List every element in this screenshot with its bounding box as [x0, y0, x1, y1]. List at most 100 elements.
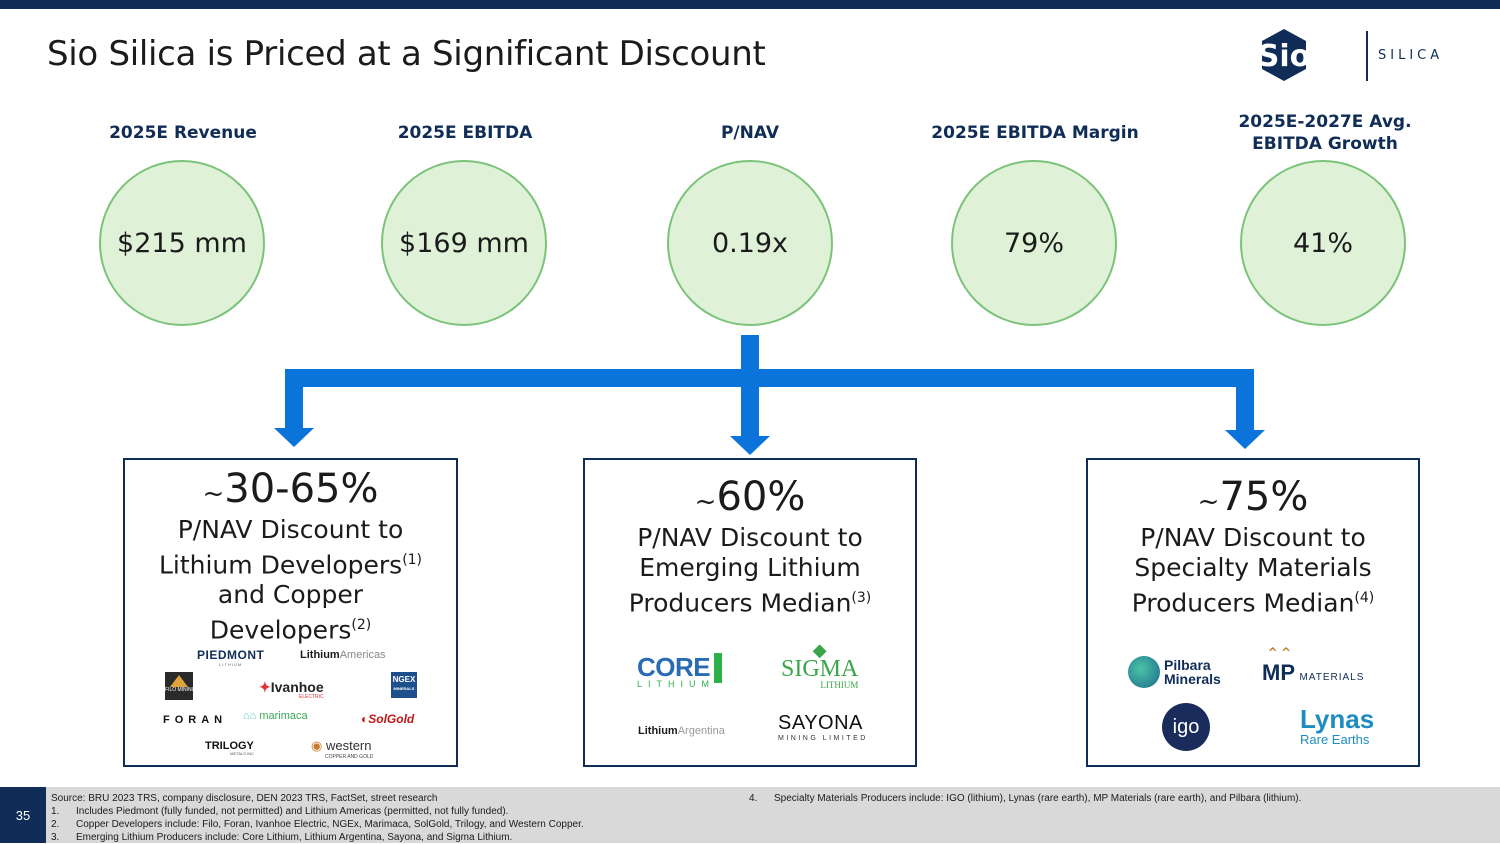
metric-circle-ebitda-growth: 41% — [1240, 160, 1406, 326]
page-number: 35 — [0, 787, 46, 843]
logo-text-bold: Lithium — [300, 649, 340, 661]
footnote-4: 4. Specialty Materials Producers include:… — [749, 792, 1301, 805]
arrow-left-head — [274, 428, 314, 447]
desc-line: Lithium Developers(1) — [125, 545, 456, 580]
logo-text: NGEX — [392, 675, 416, 684]
logo-igo: igo — [1162, 703, 1210, 751]
logo-subtext: LITHIUM — [820, 680, 859, 690]
logo-subtext: LITHIUM — [219, 662, 243, 667]
logo-text: SIGMA — [781, 656, 859, 682]
footnote-number: 4. — [749, 793, 758, 804]
metric-label-ebitda-growth-line1: 2025E-2027E Avg. — [1238, 112, 1412, 132]
logo-subtext: MINERALS — [393, 686, 415, 691]
logo-foran: FORAN — [163, 714, 228, 726]
top-accent-bar — [0, 0, 1500, 9]
desc-line: and Copper — [217, 580, 364, 610]
sio-silica-logo: Sio SILICA — [1262, 28, 1462, 84]
footnote-2: 2. Copper Developers include: Filo, Foran… — [51, 818, 584, 831]
logo-text: SAYONA — [778, 712, 863, 734]
logo-divider — [1366, 31, 1368, 81]
footnote-text: Copper Developers include: Filo, Foran, … — [76, 819, 584, 830]
logo-piedmont: PIEDMONT LITHIUM — [197, 648, 264, 667]
logo-trilogy-metals: TRILOGY METALS INC — [205, 740, 254, 756]
desc-line: P/NAV Discount to — [637, 523, 863, 552]
logo-marimaca: ⌂⌂ marimaca — [243, 710, 308, 722]
desc-text: Lithium Developers — [158, 550, 403, 580]
discount-description: P/NAV Discount to Specialty Materials Pr… — [1088, 523, 1418, 618]
tilde: ~ — [1197, 487, 1220, 517]
arrow-center-shaft — [741, 375, 759, 437]
desc-line: Producers Median(4) — [1088, 583, 1418, 618]
discount-box-specialty-materials: ~75% P/NAV Discount to Specialty Materia… — [1086, 458, 1420, 767]
logo-subtext: MATERIALS — [1299, 672, 1365, 683]
desc-line: P/NAV Discount to — [177, 515, 404, 544]
logo-pilbara-minerals: Pilbara Minerals — [1128, 656, 1221, 688]
metric-label-ebitda-growth: 2025E-2027E Avg. EBITDA Growth — [1195, 111, 1455, 155]
footer-source: Source: BRU 2023 TRS, company disclosure… — [51, 793, 438, 804]
discount-box-emerging-lithium: ~60% P/NAV Discount to Emerging Lithium … — [583, 458, 917, 767]
footnote-text: Emerging Lithium Producers include: Core… — [76, 832, 513, 843]
discount-value: 75% — [1219, 474, 1309, 520]
discount-headline: ~60% — [585, 474, 915, 520]
logo-text: FILO MINING — [165, 687, 196, 693]
logo-text: PIEDMONT — [197, 648, 265, 662]
logo-word: SILICA — [1378, 48, 1444, 63]
desc-line: Producers Median(3) — [585, 583, 915, 618]
logo-subtext: METALS INC — [230, 751, 254, 756]
discount-description: P/NAV Discount to Lithium Developers(1) … — [125, 515, 456, 646]
arrow-center-head — [730, 436, 770, 455]
desc-line: Specialty Materials — [1134, 553, 1372, 582]
logo-text-light: Americas — [339, 649, 386, 661]
logo-text: SolGold — [368, 712, 415, 726]
discount-description: P/NAV Discount to Emerging Lithium Produ… — [585, 523, 915, 618]
footnote-ref: (1) — [402, 552, 423, 568]
desc-text: Producers Median — [628, 588, 852, 618]
logo-subtext: MINING LIMITED — [778, 735, 868, 742]
metric-label-ebitda-growth-line2: EBITDA Growth — [1252, 134, 1398, 154]
discount-value: 60% — [716, 474, 806, 520]
pilbara-globe-icon — [1128, 656, 1160, 688]
footnote-ref: (3) — [851, 590, 872, 606]
logo-text-light: Argentina — [677, 725, 725, 737]
footnote-ref: (2) — [351, 617, 372, 634]
footnote-number: 2. — [51, 819, 60, 830]
logo-text: Lynas — [1300, 704, 1375, 734]
discount-headline: ~75% — [1088, 474, 1418, 520]
logo-subtext: LITHIUM — [637, 679, 715, 689]
logo-sayona-mining: SAYONA MINING LIMITED — [778, 712, 868, 742]
logo-filo-mining: FILO MINING — [165, 672, 196, 700]
logo-subtext: Rare Earths — [1300, 732, 1370, 747]
mp-mountain-icon: ⌃⌃ — [1266, 646, 1293, 663]
desc-text: Producers Median — [1131, 588, 1355, 618]
desc-text: Developers — [209, 615, 352, 645]
logo-text: Minerals — [1164, 671, 1221, 687]
logo-ngex-minerals: NGEX MINERALS — [391, 672, 417, 698]
tilde: ~ — [694, 487, 717, 517]
footnote-3: 3. Emerging Lithium Producers include: Co… — [51, 831, 512, 844]
logo-text: marimaca — [259, 710, 308, 722]
footnote-1: 1.Includes Piedmont (fully funded, not p… — [51, 805, 508, 818]
metric-circle-ebitda: $169 mm — [381, 160, 547, 326]
footnote-text: Specialty Materials Producers include: I… — [774, 793, 1302, 804]
arrow-right-shaft — [1236, 369, 1254, 431]
arrow-stem — [741, 335, 759, 375]
core-bar-icon — [714, 652, 723, 683]
metric-circle-revenue: $215 mm — [99, 160, 265, 326]
discount-headline: ~30-65% — [125, 466, 456, 512]
arrow-right-head — [1225, 430, 1265, 449]
branch-arrow-connector — [274, 335, 1265, 455]
logo-text: Ivanhoe — [270, 679, 324, 695]
footnote-number: 3. — [51, 832, 60, 843]
discount-value: 30-65% — [224, 466, 379, 512]
footnote-number: 1. — [51, 806, 60, 817]
page-title: Sio Silica is Priced at a Significant Di… — [47, 34, 766, 74]
sio-hexagon-logo-icon: Sio — [1262, 29, 1360, 81]
metric-label-pnav: P/NAV — [720, 123, 780, 143]
logo-text: Pilbara — [1164, 657, 1211, 673]
metric-circle-pnav: 0.19x — [667, 160, 833, 326]
discount-box-developers: ~30-65% P/NAV Discount to Lithium Develo… — [123, 458, 458, 767]
desc-line: P/NAV Discount to — [1140, 523, 1366, 552]
logo-text: CORE — [637, 652, 711, 682]
metric-label-revenue: 2025E Revenue — [109, 123, 257, 143]
logo-solgold: ◐SolGold — [361, 712, 415, 726]
